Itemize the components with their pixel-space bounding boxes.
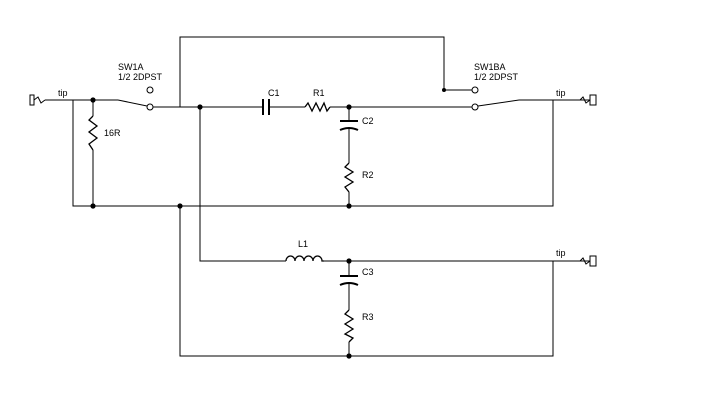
output-jack-2: tip xyxy=(556,248,597,267)
junction-ground-mid xyxy=(177,203,183,209)
sw1a-name-label: SW1A xyxy=(118,62,144,72)
r2-label: R2 xyxy=(362,170,374,180)
output-tip-label-2: tip xyxy=(556,248,566,258)
input-tip-label: tip xyxy=(58,88,68,98)
lower-return-wire xyxy=(179,206,554,357)
switch-sw1ba: SW1BA 1/2 2DPST xyxy=(444,62,520,111)
c3-plate-bottom xyxy=(339,282,359,286)
junction-ground-r3 xyxy=(346,353,352,359)
output-jack-1: tip xyxy=(556,88,597,106)
sw1a-blade xyxy=(117,99,148,107)
lowpass-feed-wire xyxy=(199,107,286,262)
switch-link-wire xyxy=(179,36,445,107)
r2-zigzag xyxy=(343,162,355,193)
capacitor-c3: C3 xyxy=(339,267,374,286)
sw1ba-blade xyxy=(477,99,520,107)
sw1ba-contact-top xyxy=(471,86,479,94)
r3-zigzag xyxy=(343,309,355,343)
resistor-r1: R1 xyxy=(304,88,331,113)
c3-label: C3 xyxy=(362,267,374,277)
sw1a-contact-top xyxy=(146,86,154,94)
l1-coil xyxy=(285,255,324,262)
c2-plate-bottom xyxy=(339,127,359,131)
sw1ba-contact-bottom xyxy=(471,103,479,111)
c1-label: C1 xyxy=(268,88,280,98)
l1-label: L1 xyxy=(298,239,308,249)
output-jack-1-tip xyxy=(579,96,591,104)
input-jack-tip xyxy=(33,96,46,104)
sw1a-contact-bottom xyxy=(146,103,154,111)
resistor-r3: R3 xyxy=(343,309,374,343)
capacitor-c2: C2 xyxy=(339,116,374,131)
junction-ground-r2 xyxy=(346,203,352,209)
wires xyxy=(45,36,590,357)
r1-zigzag xyxy=(304,101,331,113)
output-jack-2-body xyxy=(589,255,597,267)
junction-ground-left xyxy=(90,203,96,209)
input-jack: tip xyxy=(29,88,68,106)
junction-input xyxy=(90,97,96,103)
sw1ba-type-label: 1/2 2DPST xyxy=(474,72,519,82)
junction-c3 xyxy=(346,258,352,264)
sw1a-type-label: 1/2 2DPST xyxy=(118,72,163,82)
switch-sw1a: SW1A 1/2 2DPST xyxy=(117,62,180,111)
resistor-16r: 16R xyxy=(87,115,121,151)
c2-label: C2 xyxy=(362,116,374,126)
capacitor-c1: C1 xyxy=(262,88,280,115)
junctions xyxy=(90,88,446,359)
inductor-l1: L1 xyxy=(285,239,324,262)
output-jack-1-body xyxy=(589,94,597,106)
input-return-wire xyxy=(72,100,554,207)
r1-label: R1 xyxy=(313,88,325,98)
output-tip-label-1: tip xyxy=(556,88,566,98)
resistor-r2: R2 xyxy=(343,162,374,193)
output-jack-2-tip xyxy=(579,257,591,265)
resistor-16r-zigzag xyxy=(87,115,99,151)
r3-label: R3 xyxy=(362,312,374,322)
sw1ba-name-label: SW1BA xyxy=(474,62,506,72)
input-jack-body xyxy=(29,94,35,106)
resistor-16r-label: 16R xyxy=(104,128,121,138)
junction-switch-a xyxy=(197,104,203,110)
junction-c2 xyxy=(346,104,352,110)
